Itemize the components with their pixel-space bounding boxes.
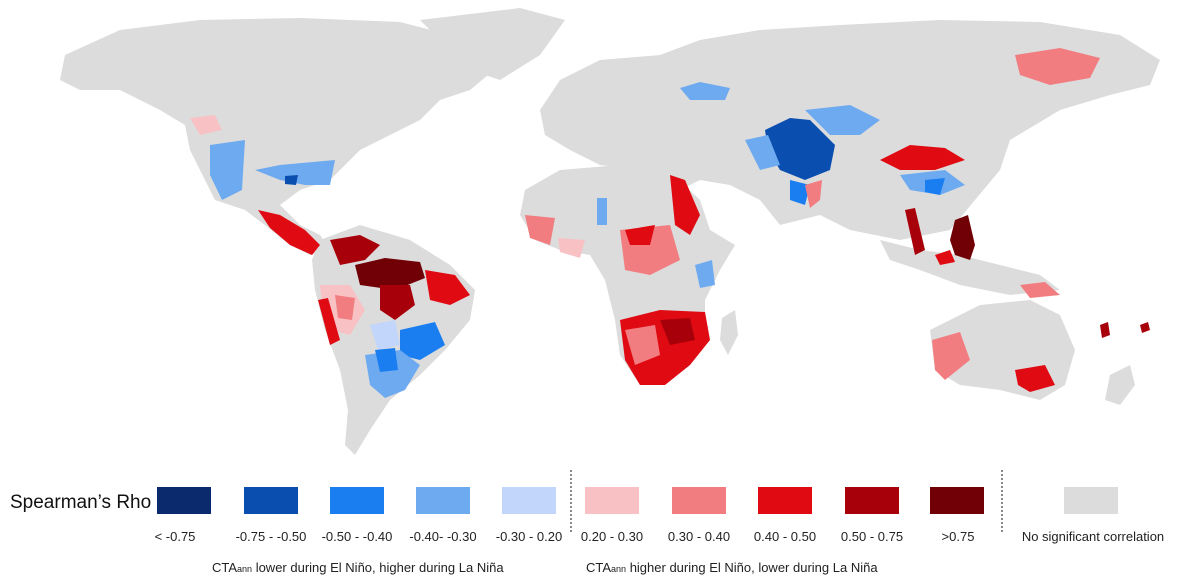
region-central-africa-strong-positive	[625, 225, 655, 245]
legend-swatch-no-correlation	[1064, 487, 1118, 514]
legend-swatch	[157, 487, 211, 514]
caption-negative-subscript: ann	[237, 564, 253, 574]
region-mozambique-strong-positive	[660, 318, 695, 345]
region-east-africa-negative	[695, 260, 715, 288]
region-east-africa-positive	[670, 175, 700, 235]
region-pacific-island-2-strong-positive	[1140, 322, 1150, 333]
land-greenland	[420, 8, 565, 80]
legend-range-label: -0.50 - -0.40	[321, 529, 393, 544]
legend-no-correlation-label: No significant correlation	[1021, 529, 1165, 544]
region-west-usa-negative	[210, 140, 245, 200]
legend-title: Spearman’s Rho	[10, 492, 152, 513]
legend-swatch	[502, 487, 556, 514]
legend-range-label: 0.20 - 0.30	[580, 529, 644, 544]
region-philippines-very-strong-positive	[950, 215, 975, 260]
caption-positive-text: higher during El Niño, lower during La N…	[626, 560, 878, 575]
land-new-zealand	[1105, 365, 1135, 405]
region-new-guinea-positive	[1020, 282, 1060, 298]
legend-range-label: < -0.75	[154, 529, 196, 544]
legend-range-label: 0.30 - 0.40	[667, 529, 731, 544]
caption-negative-text: lower during El Niño, higher during La N…	[252, 560, 504, 575]
region-peru-positive	[335, 295, 355, 320]
legend-range-label: -0.40- -0.30	[409, 529, 477, 544]
region-china-east-negative	[925, 178, 945, 195]
region-colombia-strong-positive	[330, 235, 380, 265]
land-north-america	[60, 18, 500, 255]
region-parana-strong-negative	[375, 348, 398, 372]
region-china-positive	[880, 145, 965, 170]
region-sahara-negative	[597, 198, 607, 225]
region-scandinavia-negative	[680, 82, 730, 100]
correlation-regions	[190, 48, 1150, 398]
region-bolivia-light-negative	[370, 320, 400, 350]
legend-divider	[1001, 470, 1003, 532]
caption-positive-subscript: ann	[611, 564, 627, 574]
region-central-asia-strong-negative	[765, 118, 835, 180]
region-pakistan-negative	[790, 180, 810, 205]
legend-divider	[570, 470, 572, 532]
legend-swatch	[416, 487, 470, 514]
region-amazon-very-strong-positive	[355, 258, 425, 290]
region-australia-west-positive	[932, 332, 970, 380]
legend-swatch	[585, 487, 639, 514]
region-brazil-north-strong-positive	[380, 285, 415, 320]
region-gulf-coast-strong-negative	[285, 175, 298, 185]
legend-swatch	[845, 487, 899, 514]
region-india-positive	[805, 180, 822, 208]
region-brazil-south-strong-negative	[400, 322, 445, 360]
legend-range-label: 0.40 - 0.50	[753, 529, 817, 544]
region-alaska-light-positive	[190, 115, 222, 135]
region-asia-north-negative	[805, 105, 880, 135]
region-pacific-islands-strong-positive	[1100, 322, 1110, 338]
legend-range-label: -0.75 - -0.50	[235, 529, 307, 544]
region-brazil-northeast-positive	[425, 270, 470, 305]
region-west-africa-light-positive	[558, 238, 585, 258]
legend-range-label: >0.75	[941, 529, 975, 544]
region-southern-africa-light-positive	[625, 325, 660, 365]
land-southeast-asia	[880, 240, 1060, 295]
region-southeast-usa-negative	[255, 160, 335, 185]
caption-negative: CTAann lower during El Niño, higher duri…	[212, 560, 504, 575]
legend-range-label: -0.30 - 0.20	[495, 529, 563, 544]
legend-range-label: 0.50 - 0.75	[840, 529, 904, 544]
region-central-asia-negative	[745, 135, 780, 170]
region-australia-southeast-positive	[1015, 365, 1055, 392]
world-map	[60, 8, 1160, 455]
region-siberia-positive	[1015, 48, 1100, 85]
region-west-africa-positive	[525, 215, 555, 245]
land-madagascar	[720, 310, 738, 355]
landmasses	[60, 8, 1160, 455]
legend-swatch	[330, 487, 384, 514]
region-andes-positive	[318, 298, 340, 345]
region-vietnam-strong-positive	[905, 208, 925, 255]
legend-swatch	[930, 487, 984, 514]
legend-swatch	[672, 487, 726, 514]
region-central-america-positive	[258, 210, 320, 255]
legend-swatch	[244, 487, 298, 514]
caption-positive-prefix: CTA	[586, 560, 612, 575]
caption-negative-prefix: CTA	[212, 560, 238, 575]
region-indonesia-positive	[935, 250, 955, 265]
legend-swatch	[758, 487, 812, 514]
caption-positive: CTAann higher during El Niño, lower duri…	[586, 560, 878, 575]
